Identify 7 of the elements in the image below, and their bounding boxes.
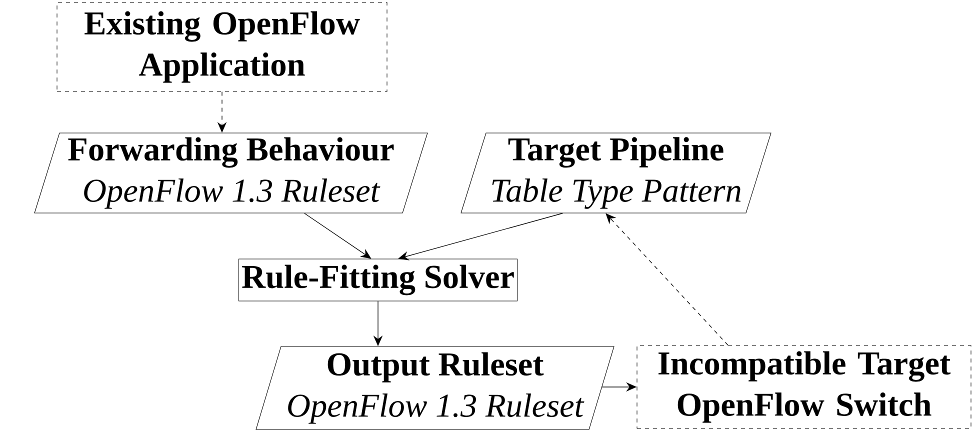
arrow [398,212,564,260]
process-box: Rule-Fitting Solver [238,258,518,302]
output-parallelogram: Output Ruleset OpenFlow 1.3 Ruleset [256,346,614,430]
switch-box: Incompatible Target OpenFlow Switch [636,345,972,429]
input-parallelogram: Target Pipeline Table Type Pattern [460,132,772,214]
input-parallelogram: Forwarding Behaviour OpenFlow 1.3 Ruleset [34,132,428,214]
application-box: Existing OpenFlow Application [56,2,388,92]
